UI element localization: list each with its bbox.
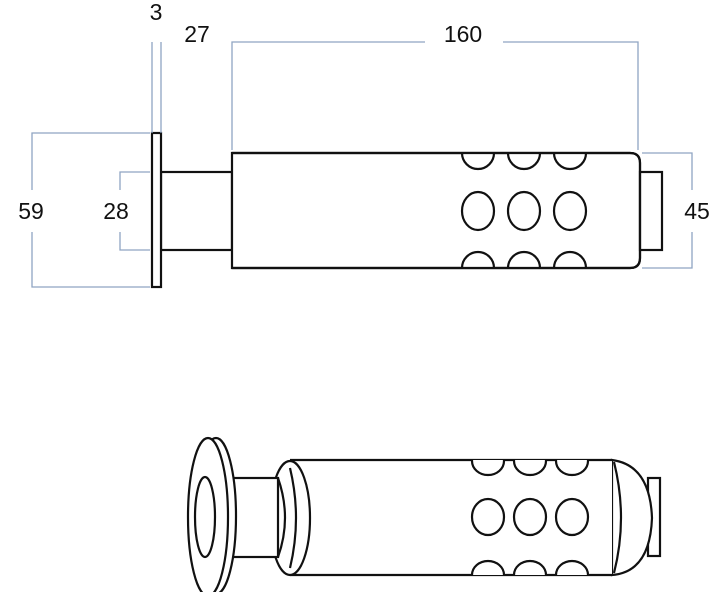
dim-flange-thickness: 3 — [150, 0, 163, 25]
perspective-view — [186, 436, 662, 592]
grip-holes — [460, 153, 588, 268]
dome-3d — [610, 458, 654, 577]
hole — [506, 153, 542, 171]
end-cap — [638, 170, 664, 252]
hole — [460, 153, 496, 171]
flange-bore-3d — [193, 475, 217, 559]
dim-body-length: 160 — [444, 21, 482, 47]
hole — [460, 190, 496, 232]
hole — [552, 190, 588, 232]
dim-shaft-diameter: 28 — [103, 198, 129, 224]
dimension-lines — [31, 41, 693, 288]
dim-shaft-length: 27 — [184, 21, 210, 47]
hole — [552, 153, 588, 171]
side-view — [150, 131, 664, 289]
flange — [150, 131, 163, 289]
shaft — [159, 170, 234, 252]
hole — [506, 190, 542, 232]
grip-holes-3d — [470, 460, 590, 575]
hole — [506, 250, 542, 268]
dim-flange-diameter: 59 — [18, 198, 44, 224]
hole — [552, 250, 588, 268]
hole — [460, 250, 496, 268]
dim-body-diameter: 45 — [684, 198, 710, 224]
